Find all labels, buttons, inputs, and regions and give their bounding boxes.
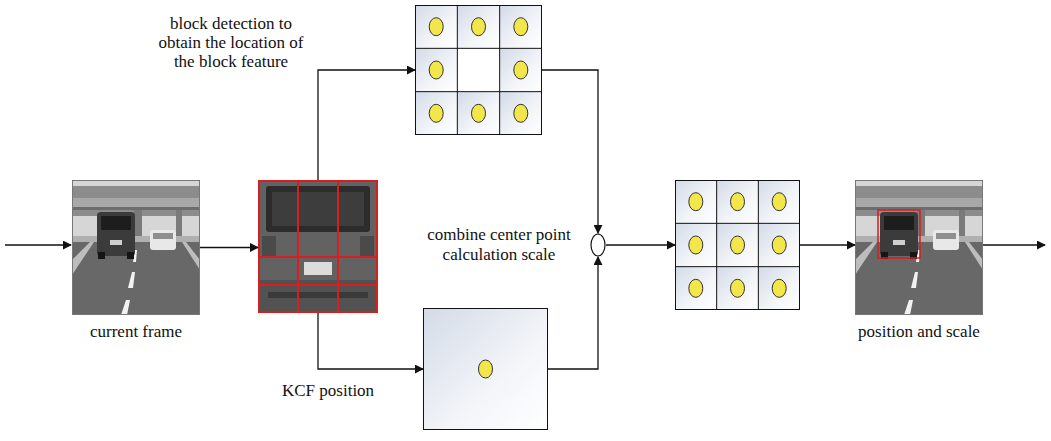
flow-arrow <box>800 244 855 245</box>
block-photo-part <box>266 186 370 232</box>
output-arrow <box>983 245 1045 246</box>
result-image: position and scale <box>855 180 983 315</box>
block-photo-part <box>272 192 364 226</box>
block-feature-grid-part-part <box>415 91 542 92</box>
input-arrow-part <box>5 244 71 245</box>
block-grid-part <box>259 256 377 258</box>
node-label: current frame <box>88 323 184 342</box>
node-label: position and scale <box>824 323 1014 342</box>
combined-grid-part-part <box>731 193 745 211</box>
flow-arrow <box>200 247 258 248</box>
frame-image: current frame <box>72 180 200 315</box>
block-feature-grid-part-part <box>429 61 443 79</box>
block-image <box>258 180 378 313</box>
block-feature-grid-part <box>457 48 499 91</box>
combined-grid-part-part <box>772 236 786 254</box>
block-feature-grid <box>415 5 542 135</box>
block-feature-grid-part-part <box>429 18 443 36</box>
road-photo-part <box>72 180 200 315</box>
block-feature-grid-part-part <box>514 18 528 36</box>
edge-label: KCF position <box>282 381 422 400</box>
result-photo-part <box>878 210 920 258</box>
input-arrow <box>5 245 71 246</box>
block-feature-grid-part-part <box>472 104 486 122</box>
node-label: combine center point calculation scale <box>416 225 582 266</box>
combined-grid-part-part <box>772 279 786 297</box>
block-photo-part <box>304 262 332 275</box>
block-feature-grid-part-part <box>457 5 458 135</box>
combined-grid-part <box>689 193 786 298</box>
block-grid <box>259 181 377 312</box>
result-photo <box>855 180 983 315</box>
flow-arrow <box>606 244 675 245</box>
block-photo-part <box>258 280 378 313</box>
block-feature-grid-part <box>415 5 542 135</box>
block-photo <box>258 180 378 313</box>
flow-arrow <box>318 70 415 180</box>
block-feature-grid-part-part <box>416 6 542 135</box>
combine-circle <box>590 233 606 257</box>
block-feature-grid-part-part <box>472 18 486 36</box>
block-photo-part <box>258 180 378 313</box>
block-feature-grid-part-part <box>499 5 500 135</box>
road-photo-part <box>73 181 200 315</box>
combined-grid-part-part <box>689 193 703 211</box>
combined-grid-part-part <box>772 193 786 211</box>
kcf-box <box>423 308 548 430</box>
block-grid-part <box>259 181 377 312</box>
block-grid <box>415 5 542 135</box>
result-photo-part <box>856 181 983 315</box>
flow-arrow <box>542 70 598 233</box>
flow-arrow <box>548 257 598 369</box>
combined-grid-part-part <box>689 236 703 254</box>
combined-grid-part <box>675 180 800 310</box>
block-feature-grid-part <box>429 18 528 123</box>
block-grid-part <box>337 181 339 312</box>
combined-grid <box>675 180 800 310</box>
combine-node: combine center point calculation scale <box>590 233 606 257</box>
block-feature-grid-part-part <box>514 104 528 122</box>
kcf-panel-part <box>479 360 493 378</box>
edge-label: block detection to obtain the location o… <box>156 14 306 71</box>
block-grid-part <box>259 284 377 286</box>
combined-grid-part-part <box>731 279 745 297</box>
block-photo-part <box>262 236 276 256</box>
block-photo-part <box>268 292 368 298</box>
combined-grid-part-part <box>676 181 800 310</box>
block-photo-part <box>360 236 374 256</box>
result-photo-part <box>855 180 983 315</box>
output-arrow-part <box>983 244 1045 245</box>
block-grid-part <box>297 181 299 312</box>
flow-arrow <box>318 313 423 369</box>
combined-grid-part-part <box>731 236 745 254</box>
block-feature-grid-part-part <box>429 104 443 122</box>
combined-grid-part-part <box>716 180 717 310</box>
block-feature-grid-part <box>415 5 542 135</box>
combined-grid-part-part <box>675 266 800 267</box>
kcf-panel <box>424 309 548 430</box>
combined-grid-part-part <box>689 279 703 297</box>
combined-grid-part-part <box>675 223 800 224</box>
result-grid <box>675 180 800 310</box>
combine-circle-outline <box>591 234 605 256</box>
combined-grid-part <box>675 180 800 310</box>
kcf-panel-part <box>424 309 548 430</box>
block-feature-grid-part-part <box>415 48 542 49</box>
block-feature-grid-part-part <box>514 61 528 79</box>
combined-grid-part-part <box>758 180 759 310</box>
road-photo <box>72 180 200 315</box>
